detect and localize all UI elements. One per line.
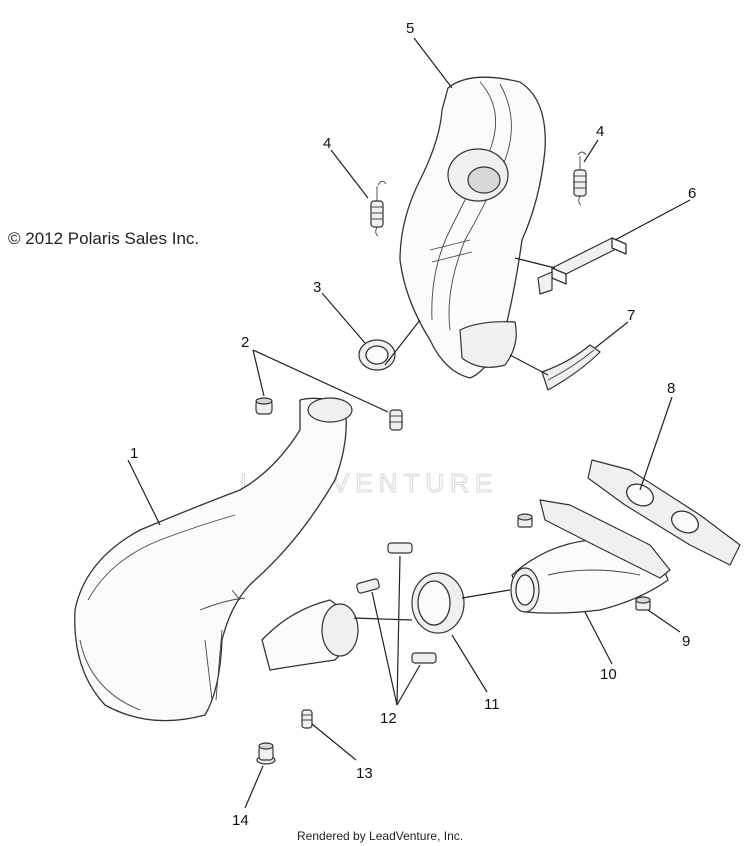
part-6-bracket <box>537 237 627 295</box>
callout-13: 13 <box>356 765 373 782</box>
credit-text: Rendered by LeadVenture, Inc. <box>297 829 463 843</box>
callout-labels: 1 2 3 4 4 5 6 7 8 9 10 11 12 13 14 <box>130 20 696 829</box>
part-4-spring-right <box>573 151 587 206</box>
callout-14: 14 <box>232 812 249 829</box>
part-14-fitting <box>256 742 276 765</box>
callout-5: 5 <box>406 20 414 37</box>
part-4-spring-left <box>370 180 387 237</box>
callout-1: 1 <box>130 445 138 462</box>
part-13-spring <box>301 709 313 729</box>
copyright-text: © 2012 Polaris Sales Inc. <box>8 229 199 248</box>
leader-lines <box>127 37 691 809</box>
callout-3: 3 <box>313 279 321 296</box>
part-11-coupler-ring <box>411 572 465 634</box>
part-12-springs <box>356 542 437 664</box>
part-8-gasket <box>587 459 741 566</box>
part-1-expansion-chamber <box>74 397 359 722</box>
part-10-manifold <box>510 499 671 614</box>
callout-12: 12 <box>380 710 397 727</box>
part-5-muffler <box>399 76 546 379</box>
part-9-bolts <box>517 513 651 611</box>
callout-9: 9 <box>682 633 690 650</box>
part-2-parts <box>255 397 403 431</box>
callout-8: 8 <box>667 380 675 397</box>
part-3-seal-ring <box>358 339 396 371</box>
callout-4-right: 4 <box>596 123 604 140</box>
callout-11: 11 <box>484 696 500 713</box>
part-7-strap <box>541 344 601 391</box>
callout-6: 6 <box>688 185 696 202</box>
callout-7: 7 <box>627 307 635 324</box>
callout-2: 2 <box>241 334 249 351</box>
callout-10: 10 <box>600 666 617 683</box>
callout-4-left: 4 <box>323 135 331 152</box>
